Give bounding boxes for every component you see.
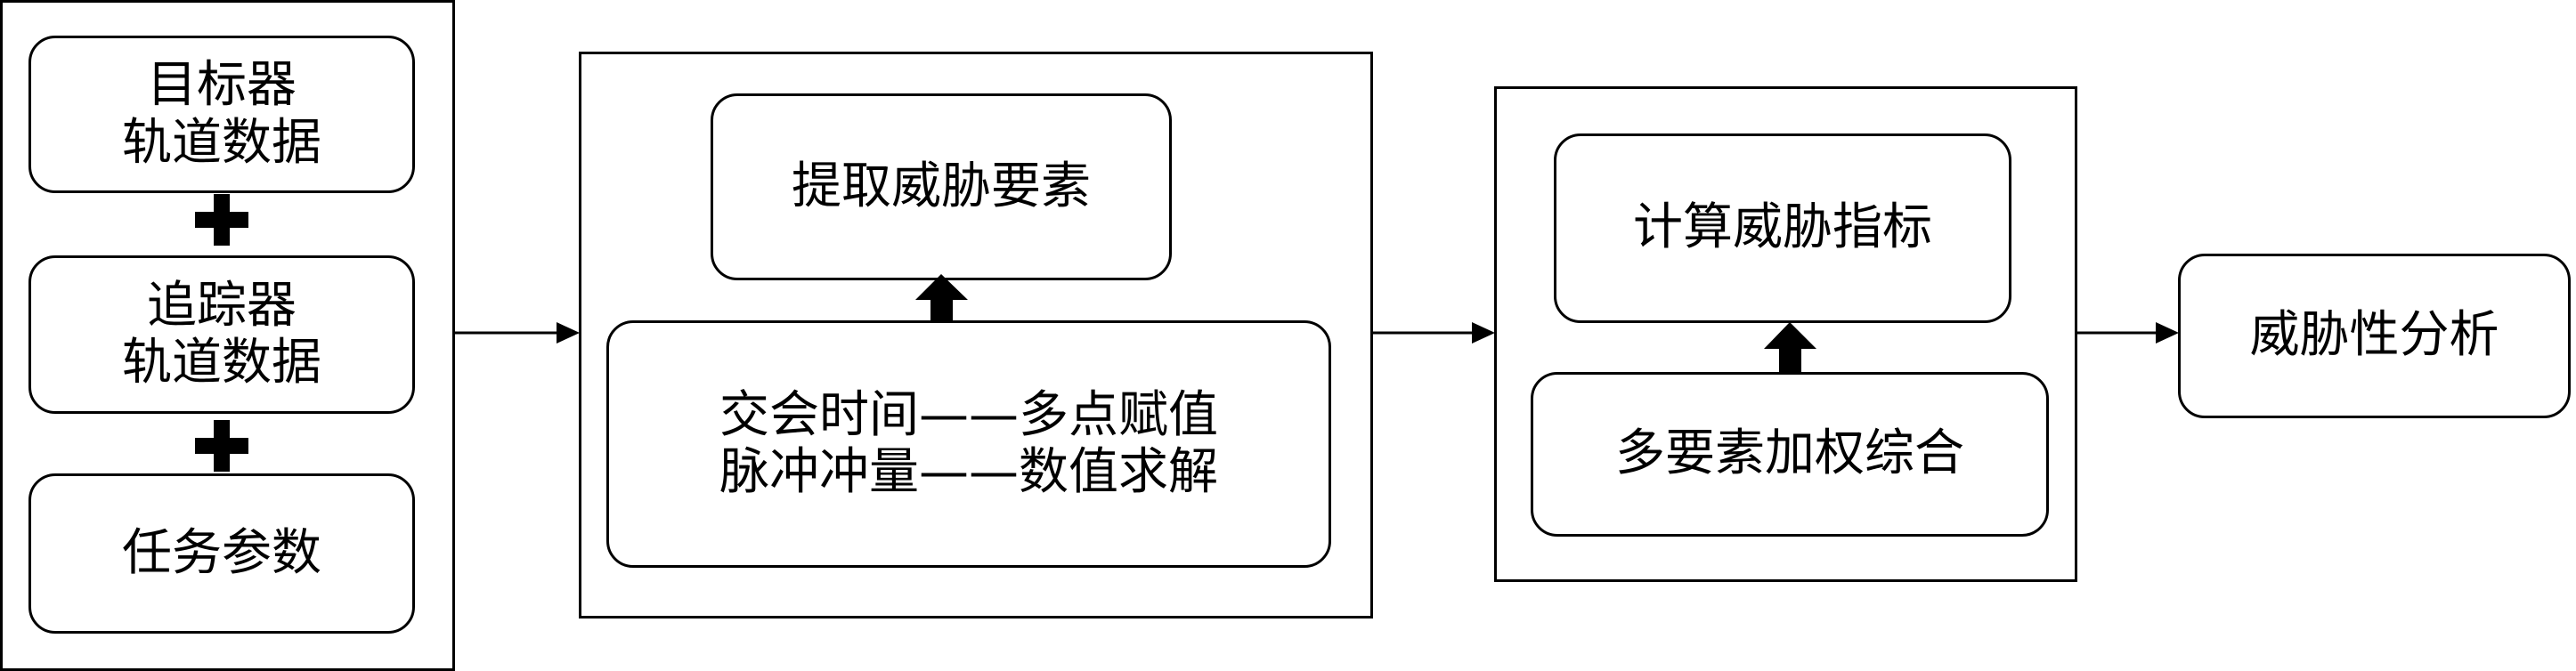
arrow-inputs-to-extraction <box>455 322 580 344</box>
extract-threat-factors-box: 提取威胁要素 <box>711 93 1172 280</box>
threat-analysis-box: 威胁性分析 <box>2178 254 2571 418</box>
plus-icon-1 <box>195 194 248 246</box>
target-orbit-line1: 目标器 <box>147 56 297 115</box>
arrow-indicator-to-analysis <box>2077 322 2179 344</box>
mission-params-label: 任务参数 <box>122 523 321 582</box>
factor-methods-box: 交会时间——多点赋值 脉冲冲量——数值求解 <box>606 320 1331 568</box>
chaser-orbit-line2: 轨道数据 <box>122 334 321 392</box>
plus-icon-2 <box>195 420 248 472</box>
compute-threat-index-box: 计算威胁指标 <box>1554 133 2011 323</box>
arrow-weighting-to-compute <box>1764 322 1816 374</box>
threat-analysis-label: 威胁性分析 <box>2249 306 2499 365</box>
extract-threat-factors-label: 提取威胁要素 <box>792 157 1091 215</box>
target-orbit-data-box: 目标器 轨道数据 <box>28 36 415 193</box>
method-line-rendezvous-time: 交会时间——多点赋值 <box>719 385 1218 444</box>
chaser-orbit-line1: 追踪器 <box>147 276 297 335</box>
mission-params-box: 任务参数 <box>28 473 415 634</box>
method-line-impulse: 脉冲冲量——数值求解 <box>719 443 1218 501</box>
weighted-synthesis-box: 多要素加权综合 <box>1531 372 2049 537</box>
weighted-synthesis-label: 多要素加权综合 <box>1615 424 1964 483</box>
target-orbit-line2: 轨道数据 <box>122 113 321 172</box>
arrow-extraction-to-indicator <box>1373 322 1495 344</box>
arrow-methods-to-extract <box>915 274 968 322</box>
chaser-orbit-data-box: 追踪器 轨道数据 <box>28 255 415 414</box>
compute-threat-index-label: 计算威胁指标 <box>1633 198 1932 257</box>
